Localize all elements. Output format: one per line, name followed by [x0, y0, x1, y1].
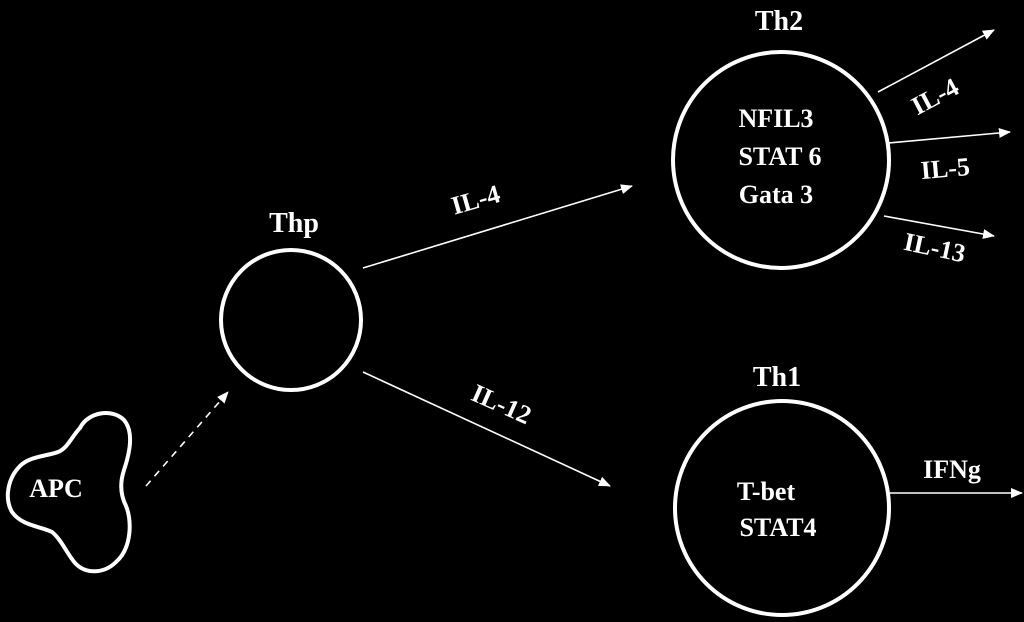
th1-factor: T-bet [737, 477, 796, 506]
thp-to-th1-arrow [362, 371, 611, 487]
th2-output-edge: IL-5 [887, 128, 1011, 185]
th2-output-label: IL-4 [907, 72, 964, 121]
th1-label: Th1 [753, 362, 801, 393]
th2-factor: STAT 6 [738, 142, 821, 171]
apc-label: APC [29, 474, 82, 503]
thp-node: Thp [219, 208, 363, 392]
th2-label: Th2 [755, 6, 803, 37]
th2-output-edge: IL-4 [877, 29, 995, 121]
th2-output-label: IL-13 [901, 227, 968, 268]
apc-node: APC [5, 411, 132, 574]
th2-output-edge: IL-13 [883, 215, 995, 268]
th2-cell [671, 50, 891, 270]
th2-output-arrow [887, 128, 1011, 144]
th2-output-label: IL-5 [920, 152, 971, 185]
th2-node: Th2 NFIL3 STAT 6 Gata 3 [671, 6, 891, 270]
apc-to-thp-arrow [145, 391, 229, 487]
th1-output-label: IFNg [923, 455, 981, 484]
th2-factor: Gata 3 [739, 180, 813, 209]
thp-to-th2-arrow [362, 184, 633, 269]
th2-output-arrow [883, 215, 995, 239]
thp-to-th2-edge: IL-4 [362, 179, 633, 269]
thp-to-th1-edge: IL-12 [362, 371, 611, 487]
th2-factor: NFIL3 [738, 104, 813, 133]
thp-to-th1-label: IL-12 [467, 378, 536, 430]
th2-output-arrow [877, 29, 995, 93]
th1-factor: STAT4 [739, 513, 816, 542]
th1-node: Th1 T-bet STAT4 [673, 362, 891, 617]
thp-to-th2-label: IL-4 [448, 179, 503, 220]
apc-shape [5, 411, 132, 574]
thp-cell [219, 248, 363, 392]
th1-cell [673, 399, 891, 617]
thp-label: Thp [269, 208, 319, 239]
th1-output-edge: IFNg [890, 455, 1023, 498]
